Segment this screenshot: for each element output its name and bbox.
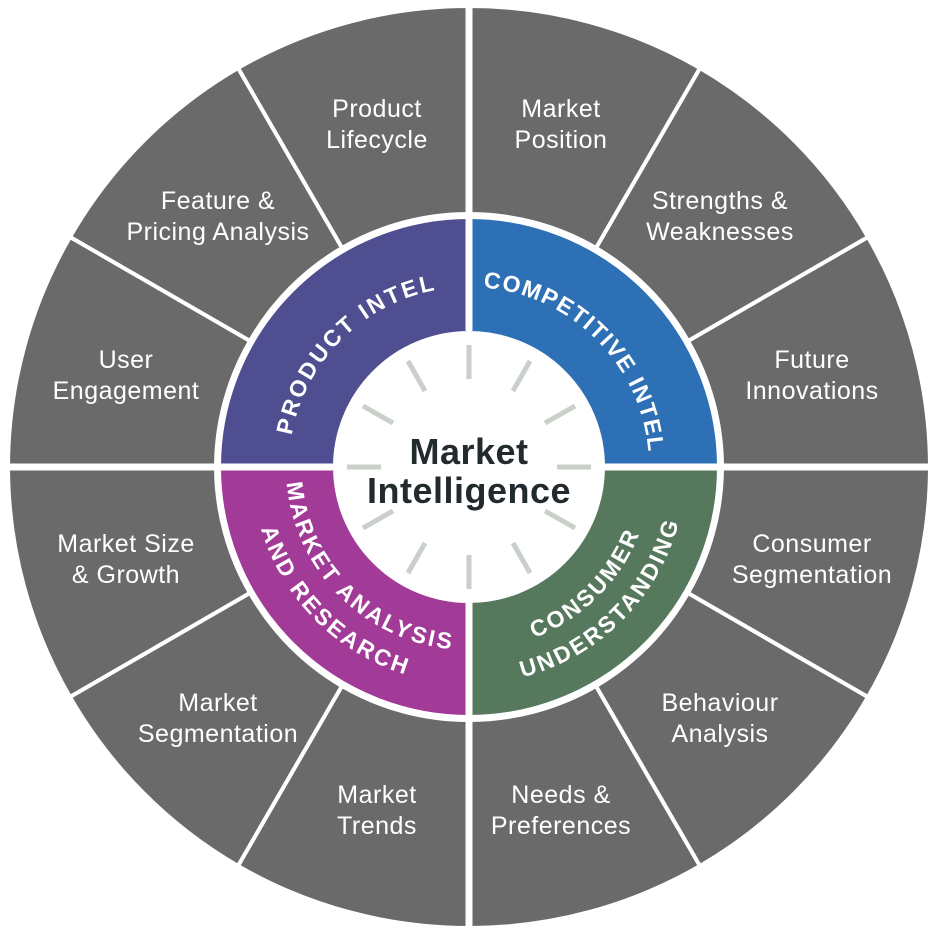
- label-market-segmentation-line1: Market: [178, 689, 257, 717]
- tick-mark: [361, 508, 395, 531]
- label-future-innovations-line1: Future: [774, 346, 849, 374]
- quadrant-band-product-intel: [216, 214, 471, 469]
- center-tick-marks: [347, 345, 591, 589]
- tick-mark: [405, 359, 428, 393]
- tick-mark: [405, 541, 428, 575]
- segment-consumer-segmentation: [685, 465, 933, 700]
- label-strengths-weaknesses-line1: Strengths &: [652, 187, 788, 215]
- label-user-engagement-line2: Engagement: [53, 377, 200, 405]
- quadrant-band-consumer-understanding: [467, 465, 722, 720]
- tick-mark: [510, 541, 533, 575]
- label-consumer-segmentation-line1: Consumer: [752, 530, 871, 558]
- center-title-line1: Market: [409, 431, 528, 472]
- label-future-innovations-line2: Innovations: [745, 377, 878, 405]
- label-needs-preferences-line1: Needs &: [511, 781, 610, 809]
- quadrant-band-competitive-intel: [467, 214, 722, 469]
- label-behaviour-analysis-line2: Analysis: [671, 720, 768, 748]
- label-market-size-growth-line2: & Growth: [72, 561, 180, 589]
- label-product-lifecycle-line2: Lifecycle: [326, 126, 428, 154]
- label-feature-pricing-line2: Pricing Analysis: [126, 218, 309, 246]
- label-market-position-line1: Market: [521, 95, 600, 123]
- label-market-trends-line1: Market: [337, 781, 416, 809]
- label-consumer-segmentation-line2: Segmentation: [732, 561, 892, 589]
- label-market-size-growth-line1: Market Size: [57, 530, 194, 558]
- label-needs-preferences-line2: Preferences: [491, 812, 631, 840]
- label-market-position-line2: Position: [515, 126, 608, 154]
- center-title-line2: Intelligence: [367, 470, 571, 511]
- label-market-trends-line2: Trends: [337, 812, 417, 840]
- label-user-engagement-line1: User: [99, 346, 154, 374]
- tick-mark: [510, 359, 533, 393]
- label-market-segmentation-line2: Segmentation: [138, 720, 298, 748]
- label-strengths-weaknesses-line2: Weaknesses: [646, 218, 794, 246]
- label-feature-pricing-line1: Feature &: [161, 187, 275, 215]
- tick-mark: [543, 508, 577, 531]
- tick-mark: [361, 403, 395, 426]
- label-behaviour-analysis-line1: Behaviour: [661, 689, 778, 717]
- tick-mark: [543, 403, 577, 426]
- label-product-lifecycle-line1: Product: [332, 95, 422, 123]
- quadrant-band-market-analysis: [216, 465, 471, 720]
